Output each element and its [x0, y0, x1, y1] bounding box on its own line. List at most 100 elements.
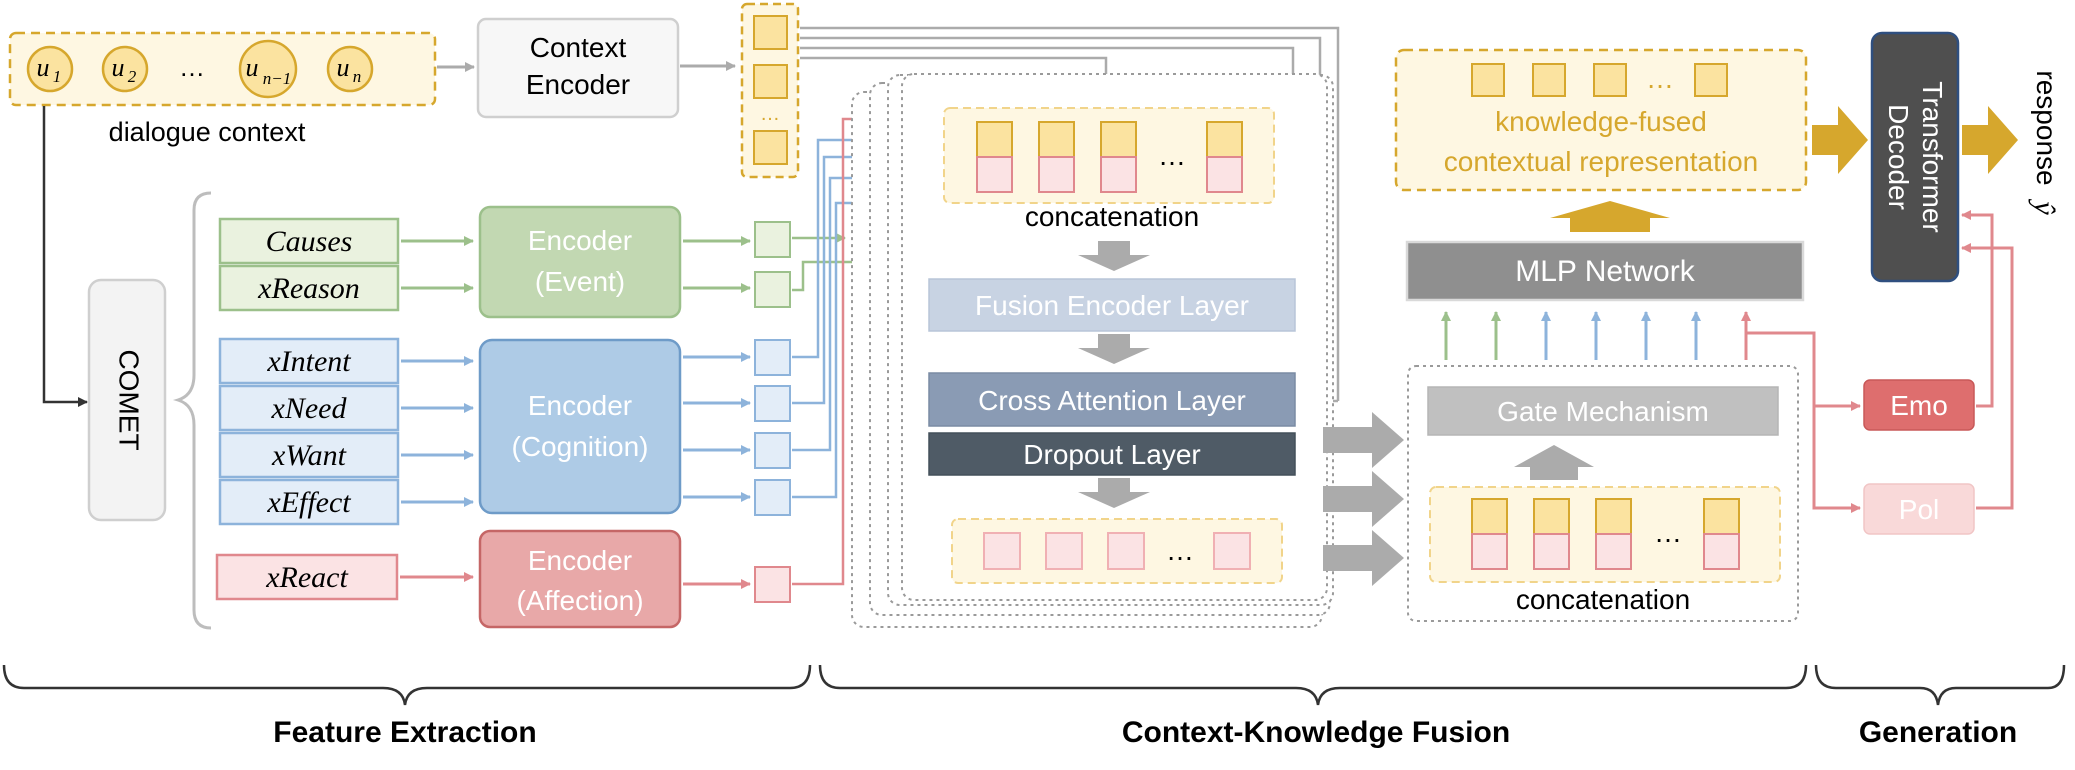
- cross-attention-layer-label: Cross Attention Layer: [978, 385, 1246, 416]
- context-vector: …: [740, 2, 800, 179]
- knowledge-fused-ellipsis: …: [1646, 63, 1674, 94]
- dialogue-to-comet-arrow: [42, 106, 88, 407]
- encoder-event-label-line2: (Event): [535, 266, 625, 297]
- section-feature-extraction: Feature Extraction: [273, 716, 536, 749]
- fusion-encoder-layer: Fusion Encoder Layer: [928, 278, 1296, 332]
- dialogue-context-label: dialogue context: [109, 117, 306, 147]
- decoder-label-line2: Decoder: [1883, 104, 1914, 210]
- fusion-concat-ellipsis: …: [1158, 140, 1186, 171]
- dialogue-context: u 1 u 2 … u n−1 u n dialogue context: [8, 31, 437, 147]
- relation-to-encoder-arrows: [400, 236, 474, 582]
- encoder-affection-label-line1: Encoder: [528, 545, 632, 576]
- utterance-n-minus-1-symbol: u: [246, 53, 259, 82]
- cross-attention-layer: Cross Attention Layer: [928, 372, 1296, 427]
- relation-xneed: xNeed: [271, 392, 348, 425]
- fusion-output-ellipsis: …: [1166, 535, 1194, 566]
- context-vector-cell: [753, 64, 788, 99]
- utterance-ellipsis: …: [179, 52, 205, 82]
- relations-affection: xReact: [215, 553, 399, 601]
- relation-box: [218, 337, 400, 385]
- fusion-output-row: …: [951, 518, 1283, 584]
- relation-xreason: xReason: [257, 272, 360, 305]
- dropout-layer: Dropout Layer: [928, 432, 1296, 476]
- utterance-2-subscript: 2: [128, 67, 137, 86]
- utterance-n-symbol: u: [337, 53, 350, 82]
- encoder-event: Encoder (Event): [478, 205, 682, 319]
- gate-mechanism-label: Gate Mechanism: [1497, 396, 1709, 427]
- relations-event: Causes xReason: [218, 217, 400, 312]
- knowledge-fused-label-line1: knowledge-fused: [1495, 106, 1707, 137]
- decoder-label-line1: Transformer: [1917, 81, 1948, 232]
- relation-box: [215, 553, 399, 601]
- section-generation: Generation: [1859, 716, 2017, 749]
- gold-right-arrow-icon: [1812, 106, 1868, 174]
- response: response ŷ: [2028, 70, 2062, 215]
- knowledge-fused-label-line2: contextual representation: [1444, 146, 1758, 177]
- up-arrow-icon: [1514, 445, 1594, 480]
- emo-label: Emo: [1890, 390, 1948, 421]
- utterance-n-minus-1: u n−1: [238, 39, 298, 99]
- pol-label: Pol: [1899, 494, 1939, 525]
- down-arrow-icon: [1078, 241, 1150, 271]
- encoder-cognition-label-line2: (Cognition): [512, 431, 649, 462]
- relations-brace: [172, 191, 212, 630]
- relation-box: [218, 478, 400, 526]
- utterance-n: u n: [326, 45, 374, 93]
- relation-xintent: xIntent: [266, 345, 351, 378]
- gate-concatenation: … concatenation: [1429, 486, 1781, 615]
- dropout-layer-label: Dropout Layer: [1023, 439, 1200, 470]
- emo: Emo: [1863, 379, 1975, 431]
- context-vector-cell: [753, 130, 788, 165]
- comet: COMET: [87, 278, 167, 522]
- context-vector-ellipsis: …: [760, 103, 780, 125]
- encoder-affection: Encoder (Affection): [478, 529, 682, 629]
- utterance-2-symbol: u: [112, 53, 125, 82]
- mlp-network: MLP Network: [1405, 240, 1805, 302]
- pol: Pol: [1863, 483, 1975, 535]
- mlp-network-label: MLP Network: [1515, 255, 1696, 288]
- context-encoder-label-line2: Encoder: [526, 69, 630, 100]
- encoder-output-arrows: [683, 236, 751, 589]
- relation-xeffect: xEffect: [266, 486, 351, 519]
- fusion-encoder-layer-label: Fusion Encoder Layer: [975, 290, 1249, 321]
- relation-box: [218, 217, 400, 265]
- comet-label: COMET: [114, 349, 145, 450]
- relation-box: [218, 384, 400, 432]
- utterance-1-subscript: 1: [53, 67, 62, 86]
- relation-causes: Causes: [266, 225, 353, 258]
- context-encoder: Context Encoder: [476, 17, 680, 119]
- encoder-affection-label-line2: (Affection): [516, 585, 643, 616]
- fusion-concatenation: … concatenation: [943, 107, 1275, 232]
- fusion-concat-cells: [976, 121, 1243, 193]
- gold-up-arrow-icon: [1550, 201, 1670, 232]
- response-label: response: [2031, 70, 2062, 185]
- utterance-1-symbol: u: [37, 53, 50, 82]
- response-symbol: ŷ: [2028, 198, 2061, 215]
- section-context-knowledge-fusion: Context-Knowledge Fusion: [1122, 716, 1510, 749]
- gate-concat-ellipsis: …: [1654, 517, 1682, 548]
- knowledge-fused-representation: … knowledge-fused contextual representat…: [1394, 48, 1808, 192]
- context-vector-cell: [753, 15, 788, 50]
- encoder-output-vectors: [754, 221, 791, 603]
- stack-to-gate-arrows: [1323, 412, 1404, 586]
- relation-xreact: xReact: [265, 561, 348, 594]
- relation-xwant: xWant: [271, 439, 347, 472]
- section-braces: [2, 664, 2066, 706]
- mlp-input-arrows: [1441, 311, 1751, 360]
- gate-concat-label: concatenation: [1516, 584, 1690, 615]
- relation-box: [218, 431, 400, 479]
- relations-cognition: xIntent xNeed xWant xEffect: [218, 337, 400, 526]
- encoder-cognition-label-line1: Encoder: [528, 390, 632, 421]
- encoder-event-label-line1: Encoder: [528, 225, 632, 256]
- down-arrow-icon: [1078, 478, 1150, 508]
- fusion-concat-label: concatenation: [1025, 201, 1199, 232]
- utterance-1: u 1: [26, 45, 74, 93]
- gate-mechanism: Gate Mechanism: [1427, 386, 1779, 436]
- relation-box: [218, 264, 400, 312]
- utterance-n-subscript: n: [353, 67, 362, 86]
- utterance-n-minus-1-subscript: n−1: [263, 69, 291, 88]
- transformer-decoder: Transformer Decoder: [1870, 31, 1960, 283]
- gate-box: Gate Mechanism … concatenation: [1407, 365, 1799, 622]
- down-arrow-icon: [1078, 334, 1150, 364]
